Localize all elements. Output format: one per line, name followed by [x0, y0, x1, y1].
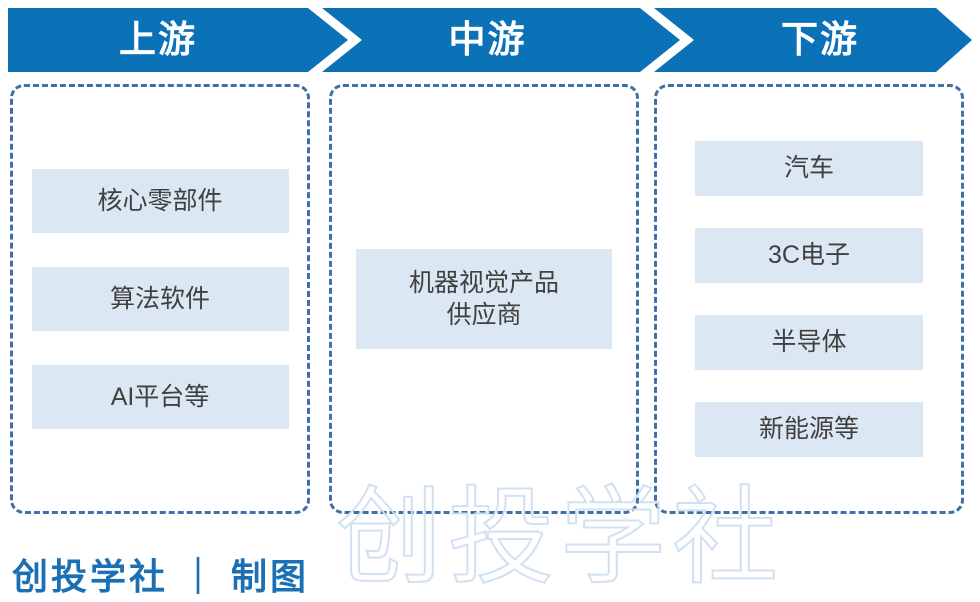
- stage-midstream: 机器视觉产品 供应商: [329, 84, 639, 514]
- upstream-item-core-components[interactable]: 核心零部件: [31, 169, 289, 233]
- banner-shapes: [8, 8, 972, 72]
- stage-downstream-items: 汽车 3C电子 半导体 新能源等: [657, 125, 961, 473]
- downstream-item-semiconductor[interactable]: 半导体: [695, 315, 923, 370]
- stage-upstream: 核心零部件 算法软件 AI平台等: [10, 84, 310, 514]
- upstream-item-algorithm-software[interactable]: 算法软件: [31, 267, 289, 331]
- banner-segment-midstream[interactable]: [322, 8, 680, 72]
- banner-label-upstream: 上游: [119, 19, 197, 60]
- upstream-item-ai-platform[interactable]: AI平台等: [31, 365, 289, 429]
- downstream-item-new-energy[interactable]: 新能源等: [695, 402, 923, 457]
- stage-downstream: 汽车 3C电子 半导体 新能源等: [654, 84, 964, 514]
- downstream-item-automotive[interactable]: 汽车: [695, 141, 923, 196]
- banner-segment-upstream[interactable]: [8, 8, 348, 72]
- stage-midstream-items: 机器视觉产品 供应商: [332, 249, 636, 349]
- banner-segment-downstream[interactable]: [654, 8, 972, 72]
- downstream-item-3c-electronics[interactable]: 3C电子: [695, 228, 923, 283]
- banner-label-downstream: 下游: [781, 19, 859, 60]
- stage-upstream-items: 核心零部件 算法软件 AI平台等: [13, 152, 307, 446]
- footer-credit: 创投学社 ｜ 制图: [12, 557, 310, 597]
- banner-label-midstream: 中游: [448, 19, 527, 60]
- midstream-item-machine-vision-supplier[interactable]: 机器视觉产品 供应商: [356, 249, 612, 349]
- pipeline-banner: [8, 8, 972, 72]
